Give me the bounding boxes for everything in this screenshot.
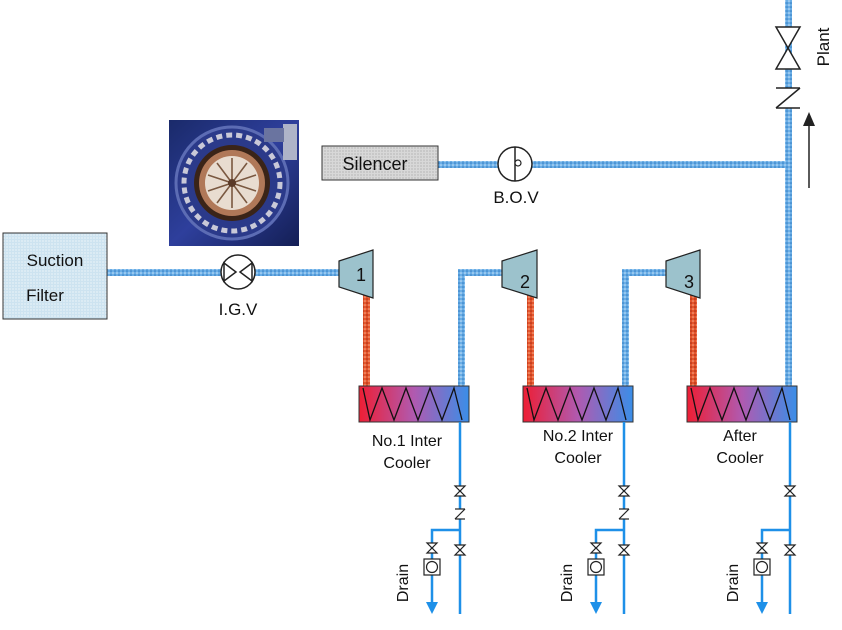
stage-2-number: 2 bbox=[520, 272, 530, 292]
plant-label: Plant bbox=[814, 27, 833, 66]
flow-up-arrow bbox=[803, 112, 815, 188]
igv-label: I.G.V bbox=[219, 300, 258, 319]
after-cooler bbox=[686, 385, 798, 423]
cooler-1-label-2: Cooler bbox=[383, 455, 431, 472]
stage-1-compressor: 1 bbox=[338, 249, 374, 299]
water-check-valves bbox=[454, 508, 630, 520]
suction-filter-label-1: Suction bbox=[27, 251, 84, 270]
cooler-1 bbox=[358, 385, 470, 423]
stage-3-number: 3 bbox=[684, 272, 694, 292]
stage-3-compressor: 3 bbox=[665, 249, 701, 299]
drain-lines bbox=[430, 422, 792, 614]
plant-gate-valve bbox=[774, 26, 802, 70]
drain-arrows bbox=[426, 602, 768, 614]
silencer-label: Silencer bbox=[342, 154, 407, 174]
igv-valve: I.G.V bbox=[219, 254, 258, 319]
cooler-2-label-2: Cooler bbox=[554, 450, 602, 467]
drain-label-2: Drain bbox=[559, 564, 576, 602]
plant-check-valve bbox=[775, 87, 801, 109]
cooler-2 bbox=[522, 385, 634, 423]
stage-2-compressor: 2 bbox=[501, 249, 538, 299]
cooler-1-label-1: No.1 Inter bbox=[372, 433, 443, 450]
impeller-photo bbox=[169, 120, 299, 246]
drain-label-1: Drain bbox=[395, 564, 412, 602]
suction-filter: Suction Filter bbox=[2, 232, 108, 320]
stage-1-number: 1 bbox=[356, 265, 366, 285]
bov-valve: B.O.V bbox=[493, 146, 539, 207]
drain-valves bbox=[423, 485, 797, 576]
after-cooler-label-2: Cooler bbox=[716, 450, 764, 467]
silencer: Silencer bbox=[321, 145, 439, 181]
drain-label-3: Drain bbox=[725, 564, 742, 602]
suction-filter-label-2: Filter bbox=[26, 286, 64, 305]
after-cooler-label-1: After bbox=[723, 428, 757, 445]
bov-label: B.O.V bbox=[493, 188, 539, 207]
hot-discharge-pipes bbox=[363, 290, 697, 387]
cooler-2-label-1: No.2 Inter bbox=[543, 428, 614, 445]
